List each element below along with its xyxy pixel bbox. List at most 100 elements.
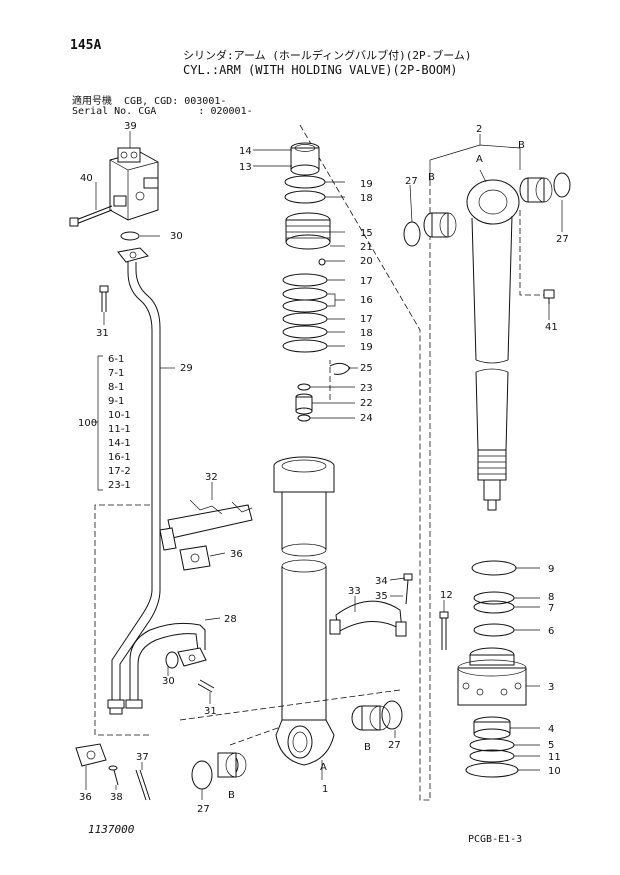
callout-22: 22 [360, 398, 373, 409]
callout-10: 10 [548, 766, 561, 777]
bushing-b-top-left [423, 212, 457, 238]
callout-5: 5 [548, 740, 554, 751]
bolt-37 [135, 769, 151, 801]
kit-item: 11-1 [108, 424, 131, 435]
callout-31-upper: 31 [96, 328, 109, 339]
pipe-clamp-lower [177, 647, 207, 667]
callout-12: 12 [440, 590, 453, 601]
kit-item: 14-1 [108, 438, 131, 449]
marker-b-bottom-left: B [228, 790, 235, 801]
bolt-12 [439, 611, 449, 650]
ring-16-b [282, 299, 328, 313]
document-number: 1137000 [88, 823, 135, 836]
snap-ring-25 [329, 362, 351, 375]
letter-markers: A B B A B B [228, 140, 525, 801]
callout-7: 7 [548, 603, 554, 614]
clamp-36-lower [75, 743, 107, 767]
title-japanese: シリンダ:アーム (ホールディングバルブ付)(2P-ブーム) [183, 49, 472, 62]
callout-30-lower: 30 [162, 676, 175, 687]
nut-22 [295, 393, 313, 415]
kit-item: 7-1 [108, 368, 124, 379]
callout-17-lower: 17 [360, 314, 373, 325]
ring-16-a [282, 287, 328, 301]
seal-27-lower-right [381, 700, 403, 730]
bushing-b-lower-right [351, 705, 391, 731]
callout-27-bottom-left: 27 [197, 804, 210, 815]
grease-fitting-41 [543, 289, 555, 304]
seal-19-upper [284, 175, 326, 189]
kit-item: 9-1 [108, 396, 124, 407]
pipe-flange-upper [117, 247, 149, 263]
ring-10 [465, 762, 519, 778]
seal-27-top-left [403, 221, 421, 247]
seal-27-lower-left [191, 760, 213, 790]
ring-17-upper [282, 273, 328, 287]
callout-33: 33 [348, 586, 361, 597]
callout-1: 1 [322, 784, 328, 795]
bushing-b-lower-left [217, 752, 247, 778]
marker-a-top: A [476, 154, 483, 165]
callout-30-upper: 30 [170, 231, 183, 242]
piston-15 [285, 212, 331, 250]
callout-9: 9 [548, 564, 554, 575]
title-english: CYL.:ARM (WITH HOLDING VALVE)(2P-BOOM) [183, 63, 458, 77]
kit-label: 100 [78, 418, 97, 429]
piston-rod-2 [466, 179, 520, 511]
pipe-29 [107, 262, 161, 715]
holding-valve [109, 147, 159, 221]
callout-labels: 1 2 3 4 5 6 7 8 9 10 11 12 13 14 15 16 1… [79, 121, 569, 815]
ring-17-lower [282, 312, 328, 326]
callout-24: 24 [360, 413, 373, 424]
plug-20 [318, 258, 326, 266]
callout-37: 37 [136, 752, 149, 763]
callout-17-upper: 17 [360, 276, 373, 287]
ring-18-lower [282, 325, 328, 339]
kit-item: 17-2 [108, 466, 131, 477]
kit-100-list: 100 6-1 7-1 8-1 9-1 10-1 11-1 14-1 16-1 … [78, 354, 131, 491]
callout-18-lower: 18 [360, 328, 373, 339]
o-ring-23 [297, 383, 311, 391]
callout-15: 15 [360, 228, 373, 239]
callout-20: 20 [360, 256, 373, 267]
callout-39: 39 [124, 121, 137, 132]
serial-line-2: Serial No. CGA : 020001- [72, 106, 253, 117]
marker-b-top-left: B [428, 172, 435, 183]
marker-a-bottom: A [320, 762, 327, 773]
callout-28: 28 [224, 614, 237, 625]
callout-18-upper: 18 [360, 193, 373, 204]
bracket-32 [159, 499, 253, 551]
callout-27-top-left: 27 [405, 176, 418, 187]
cylinder-head-3 [457, 647, 527, 706]
marker-b-bottom-right: B [364, 742, 371, 753]
o-ring-24 [297, 414, 311, 422]
seal-27-top-right [553, 172, 571, 198]
ring-5 [469, 738, 515, 752]
reference-code: PCGB-E1-3 [468, 834, 523, 845]
callout-36-upper: 36 [230, 549, 243, 560]
washer-38 [108, 765, 119, 786]
callout-32: 32 [205, 472, 218, 483]
ring-11 [469, 749, 515, 763]
callout-4: 4 [548, 724, 554, 735]
callout-40: 40 [80, 173, 93, 184]
kit-item: 6-1 [108, 354, 124, 365]
callout-34: 34 [375, 576, 388, 587]
ring-7 [473, 600, 515, 614]
bolt-40 [69, 205, 113, 227]
callout-27-top-right: 27 [556, 234, 569, 245]
serial-line-1: 適用号機 CGB, CGD: 003001- [72, 96, 227, 107]
callout-13: 13 [239, 162, 252, 173]
callout-19-upper: 19 [360, 179, 373, 190]
bushing-4 [473, 716, 511, 740]
o-ring-30-lower [165, 651, 179, 669]
page-number: 145A [70, 38, 102, 53]
ring-18-upper [284, 190, 326, 204]
kit-item: 23-1 [108, 480, 131, 491]
callout-11: 11 [548, 752, 561, 763]
o-ring-30-upper [120, 231, 140, 241]
bolt-34-35 [403, 573, 413, 605]
callout-8: 8 [548, 592, 554, 603]
bushing-b-top-right [519, 177, 553, 203]
callout-29: 29 [180, 363, 193, 374]
kit-item: 8-1 [108, 382, 124, 393]
